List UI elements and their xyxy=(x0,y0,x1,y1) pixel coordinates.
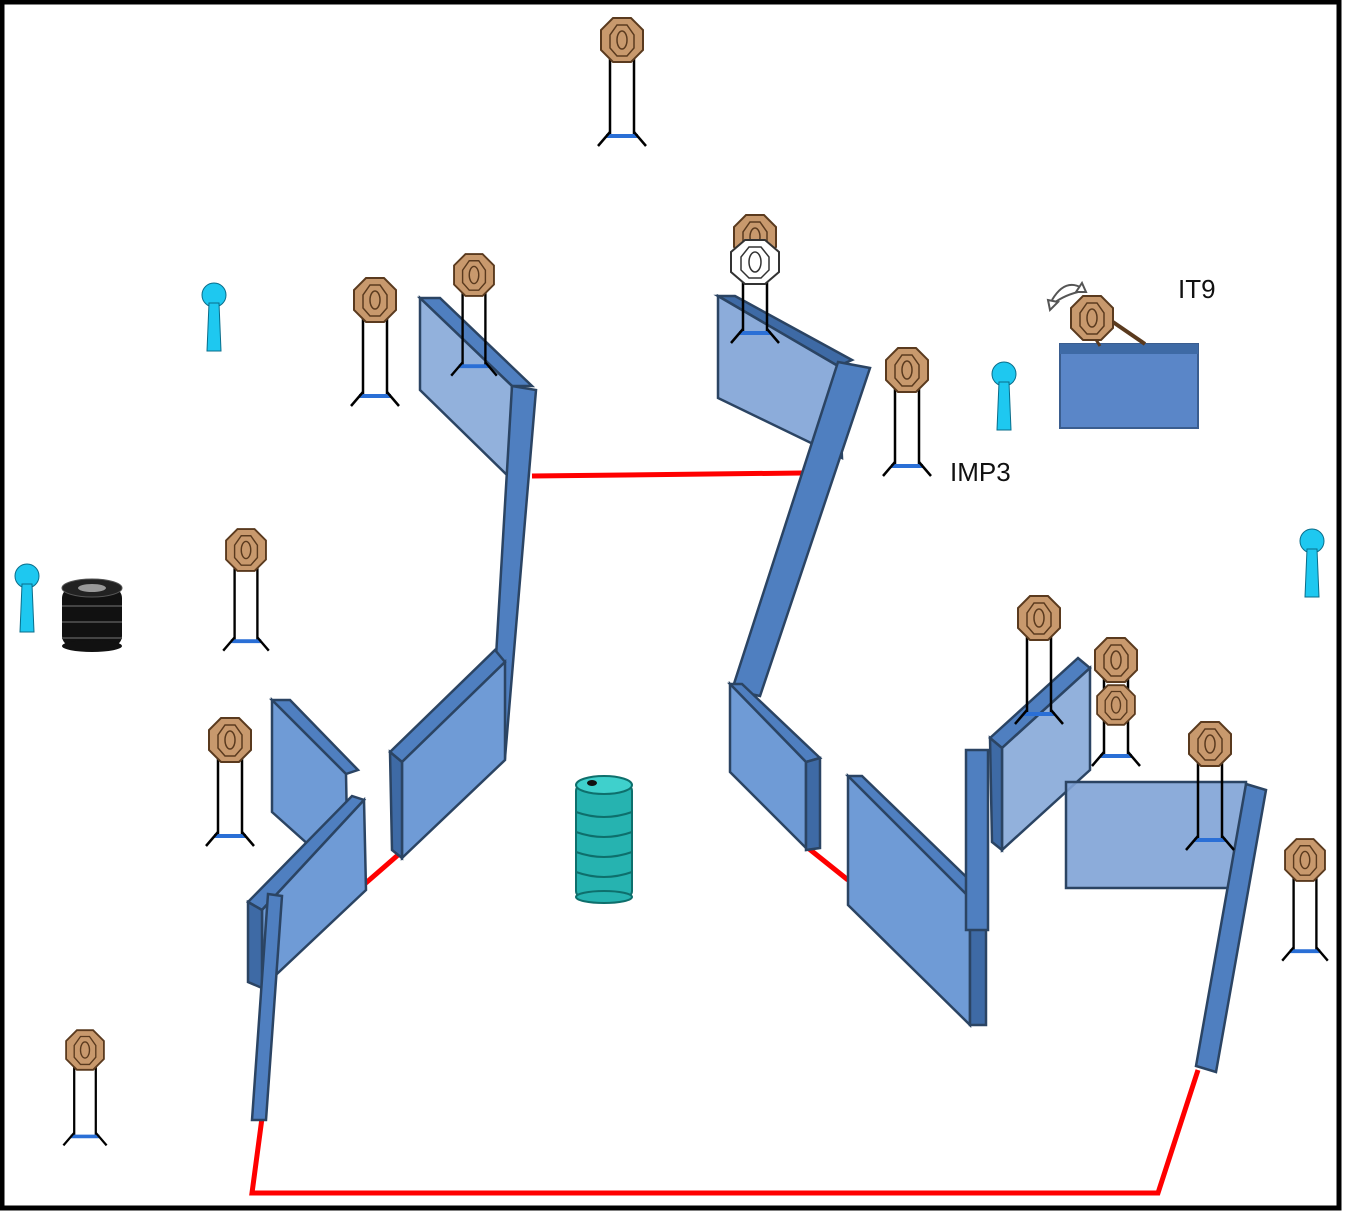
target-10[interactable] xyxy=(1096,684,1136,726)
target-1[interactable] xyxy=(598,18,646,146)
target-it9[interactable] xyxy=(1046,280,1147,347)
target-7[interactable] xyxy=(63,1030,106,1145)
wall-top-right xyxy=(713,293,872,698)
shooting-position-1[interactable] xyxy=(201,282,227,352)
no-shoot-target[interactable] xyxy=(730,239,780,285)
wall-left-middle xyxy=(388,648,507,861)
shooting-position-3[interactable] xyxy=(14,563,40,633)
wall-right-lower xyxy=(844,748,990,1028)
wall-far-right xyxy=(988,656,1268,1074)
label-imp3: IMP3 xyxy=(950,457,1011,487)
shooting-position-4[interactable] xyxy=(1299,528,1325,598)
target-5[interactable] xyxy=(223,529,269,651)
target-imp3[interactable] xyxy=(883,348,931,476)
shooting-position-2[interactable] xyxy=(991,361,1017,431)
barrel-icon xyxy=(575,775,633,904)
rotate-arrow-icon xyxy=(1046,280,1088,313)
target-2[interactable] xyxy=(351,278,399,406)
wall-left-lower xyxy=(245,696,368,1122)
target-12[interactable] xyxy=(1282,839,1328,961)
target-6[interactable] xyxy=(206,718,254,846)
label-it9: IT9 xyxy=(1178,274,1216,304)
tire-stack-icon xyxy=(61,578,123,652)
wall-right-middle xyxy=(727,680,823,852)
table-it9 xyxy=(1059,343,1199,429)
